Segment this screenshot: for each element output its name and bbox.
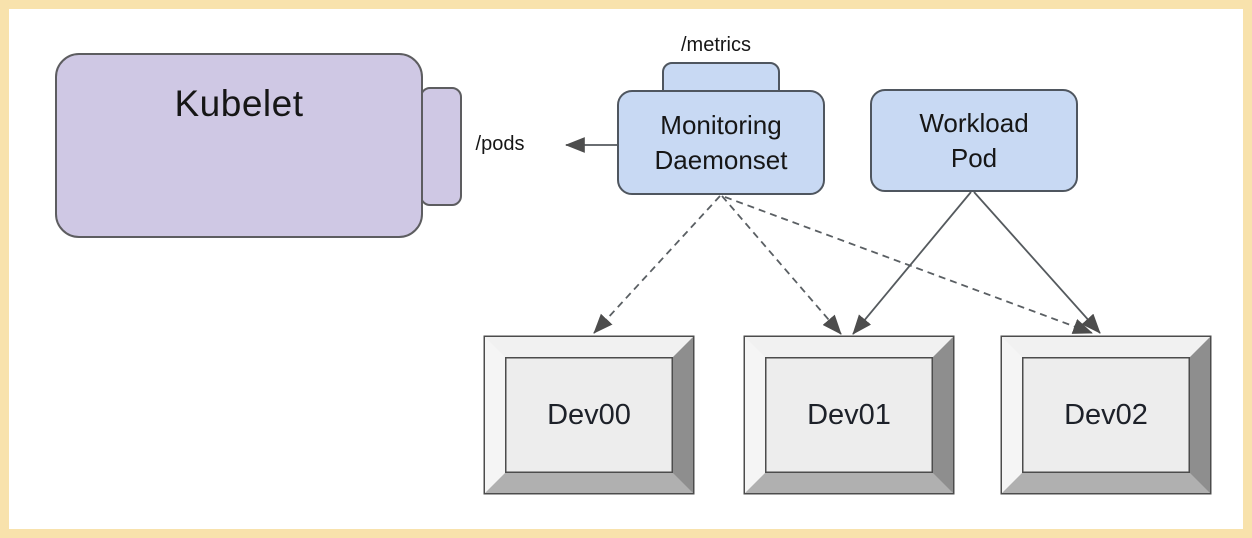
workload-pod-node: Workload Pod [870, 89, 1078, 192]
monitoring-daemonset-label-line1: Monitoring [660, 109, 782, 140]
edge-monitoring-daemonset-to-dev02-dashed-arrow [724, 196, 1093, 334]
edge-monitoring-daemonset-to-dev01-dashed-arrow [721, 195, 842, 335]
device-dev01: Dev01 [745, 337, 953, 493]
device-dev00-label: Dev00 [547, 398, 631, 431]
device-dev02: Dev02 [1002, 337, 1210, 493]
pods-endpoint-label: /pods [475, 133, 525, 155]
device-dev01-label: Dev01 [807, 398, 891, 431]
kubelet-label: Kubelet [174, 83, 304, 124]
edge-monitoring-daemonset-to-dev00-dashed-arrow [593, 195, 721, 334]
monitoring-daemonset-label-line2: Daemonset [654, 144, 788, 175]
edge-workload-pod-to-dev01-arrow [852, 191, 972, 335]
device-dev02-label: Dev02 [1064, 398, 1148, 431]
device-dev00: Dev00 [485, 337, 693, 493]
kubelet-node: Kubelet [55, 53, 423, 238]
workload-pod-label-line1: Workload [919, 107, 1029, 138]
metrics-endpoint-label: /metrics [681, 34, 751, 56]
edge-workload-pod-to-dev02-arrow [973, 191, 1101, 334]
workload-pod-label-line2: Pod [950, 142, 998, 173]
monitoring-daemonset-node: Monitoring Daemonset [617, 90, 825, 195]
